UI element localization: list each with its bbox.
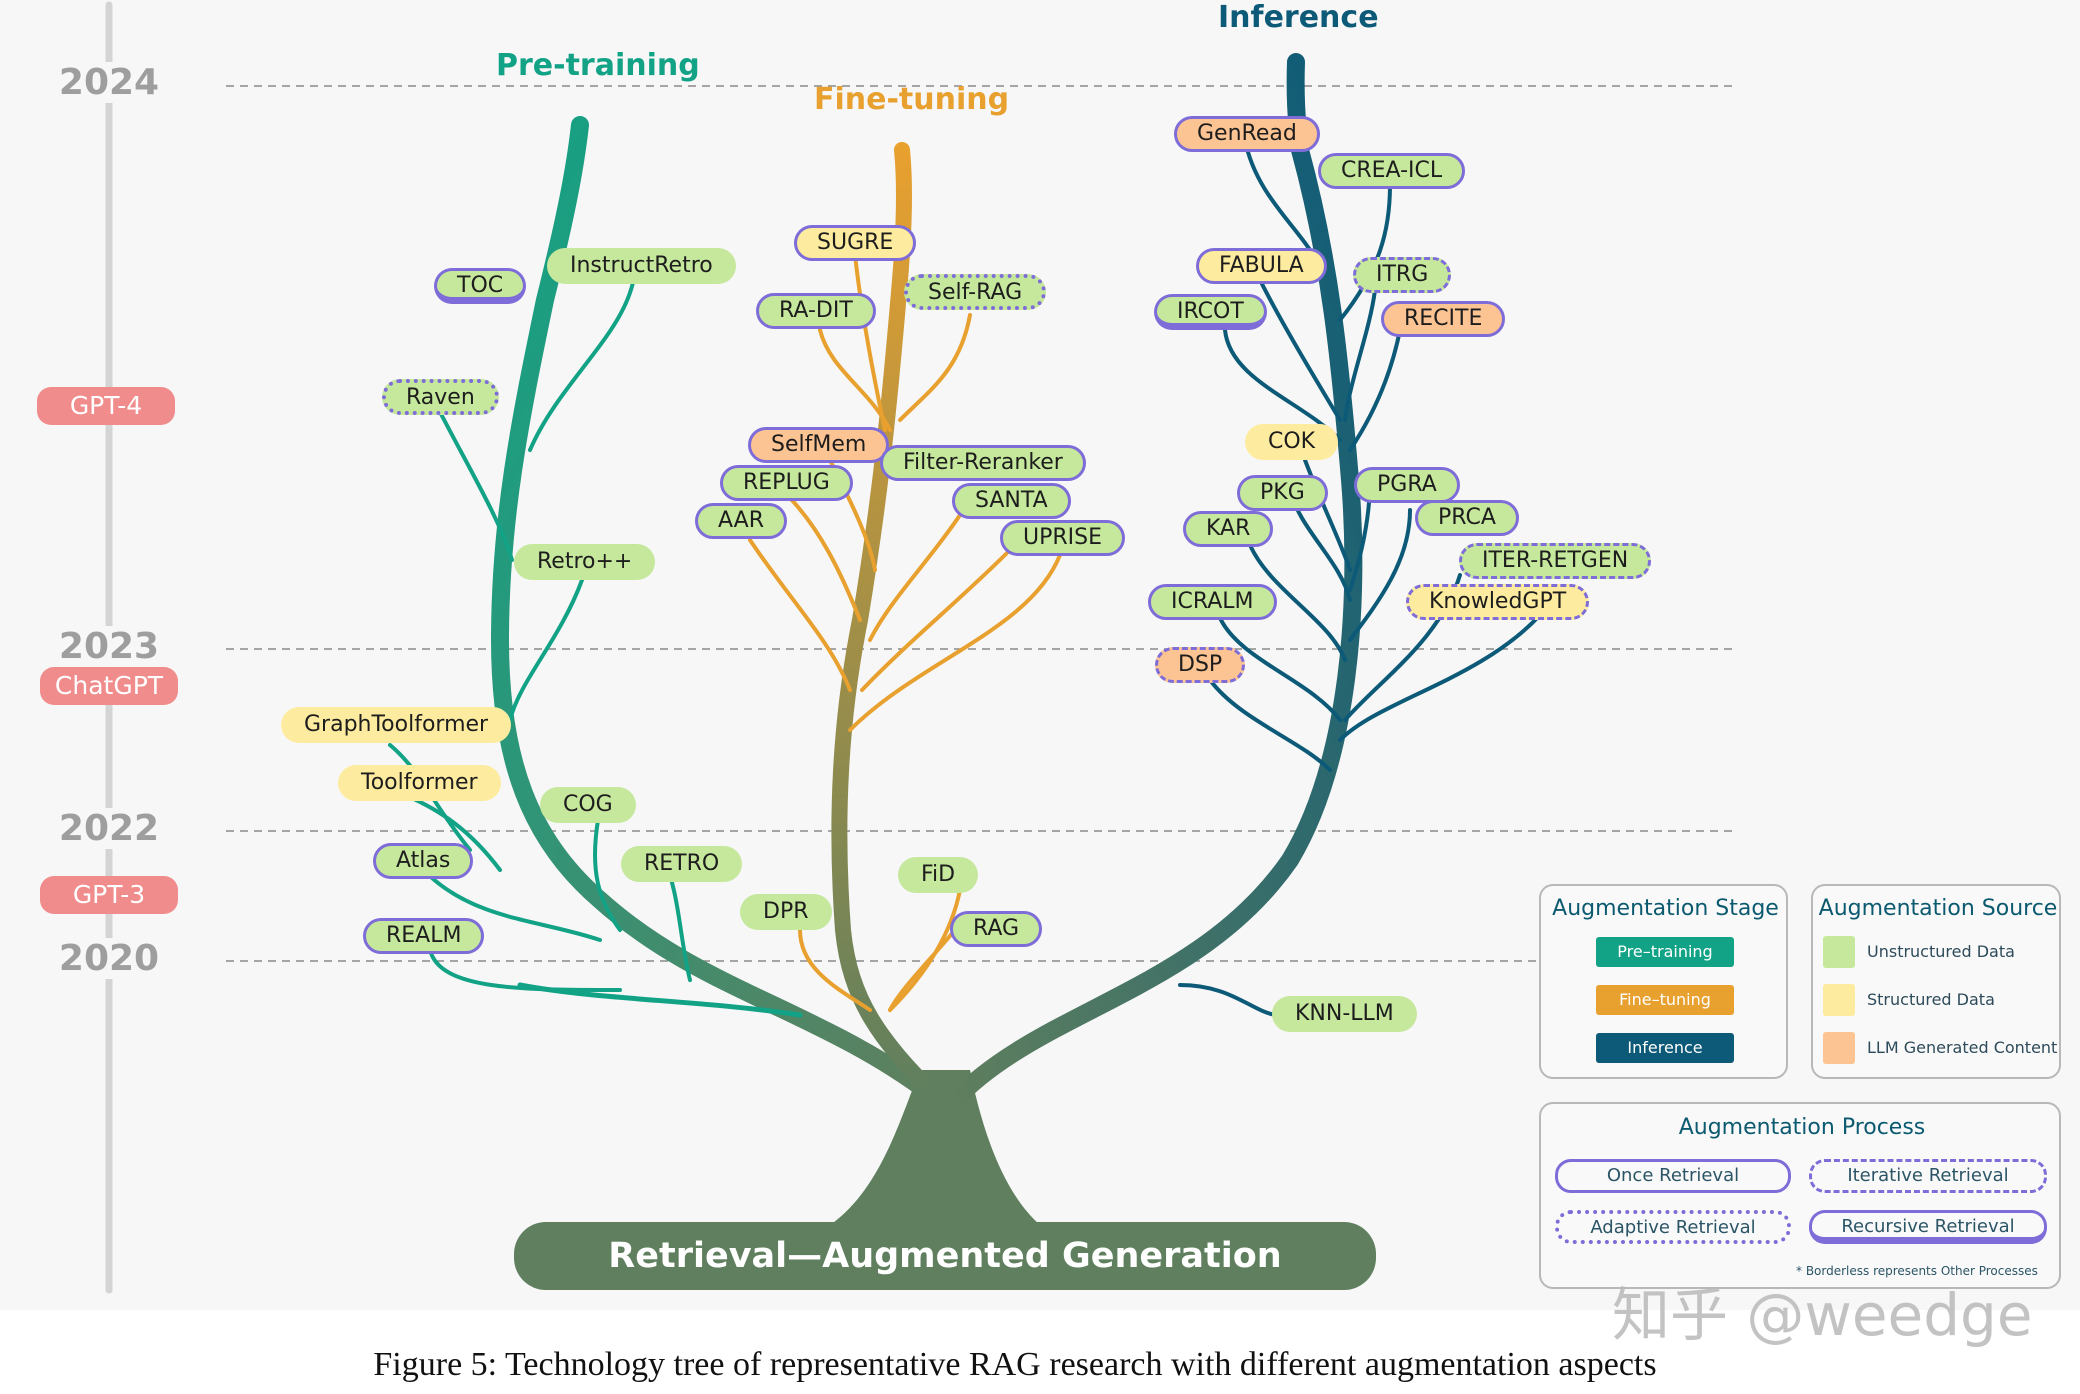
node-iter-retgen: ITER-RETGEN	[1459, 543, 1652, 579]
node-ra-dit: RA-DIT	[756, 293, 876, 329]
figure-canvas: 2024 GPT-4 2023 ChatGPT 2022 GPT-3 2020 …	[29, 0, 2061, 1294]
legend-process-recursive: Recursive Retrieval	[1809, 1210, 2047, 1244]
legend-process-box: Augmentation Process Once Retrieval Iter…	[1539, 1102, 2061, 1289]
node-recite: RECITE	[1381, 301, 1506, 337]
node-pkg: PKG	[1237, 475, 1328, 511]
year-2022: 2022	[29, 808, 189, 849]
milestone-chatgpt: ChatGPT	[40, 667, 178, 705]
trunk	[830, 1070, 1040, 1225]
node-fabula: FABULA	[1196, 248, 1327, 284]
node-itrg: ITRG	[1353, 257, 1452, 293]
node-pgra: PGRA	[1354, 467, 1460, 503]
node-instructretro: InstructRetro	[547, 248, 736, 284]
legend-label-llm-generated: LLM Generated Content	[1867, 1038, 2058, 1057]
node-aar: AAR	[695, 503, 787, 539]
legend-label-unstructured: Unstructured Data	[1867, 942, 2015, 961]
node-selfmem: SelfMem	[748, 427, 890, 463]
legend-swatch-llm-generated	[1823, 1032, 1855, 1064]
milestone-gpt4: GPT-4	[37, 387, 175, 425]
node-knowledgpt: KnowledGPT	[1406, 584, 1590, 620]
node-raven: Raven	[382, 379, 499, 415]
legend-stage-box: Augmentation Stage Pre–training Fine–tun…	[1539, 884, 1788, 1079]
year-2020: 2020	[29, 938, 189, 979]
year-2024: 2024	[29, 62, 189, 103]
legend-swatch-unstructured	[1823, 936, 1855, 968]
node-cok: COK	[1245, 424, 1339, 460]
root-bar	[514, 1222, 1376, 1290]
node-crea-icl: CREA-ICL	[1318, 153, 1466, 189]
node-retro: RETRO	[621, 846, 743, 882]
node-cog: COG	[540, 787, 636, 823]
node-graphtoolformer: GraphToolformer	[281, 707, 512, 743]
node-atlas: Atlas	[373, 843, 474, 879]
legend-process-once: Once Retrieval	[1555, 1159, 1791, 1193]
legend-stage-inference: Inference	[1596, 1033, 1734, 1063]
node-genread: GenRead	[1174, 116, 1320, 152]
stage-title-pretraining: Pre-training	[496, 48, 700, 83]
node-self-rag: Self-RAG	[904, 274, 1047, 310]
legend-label-structured: Structured Data	[1867, 990, 1995, 1009]
node-toc: TOC	[434, 268, 527, 304]
legend-swatch-structured	[1823, 984, 1855, 1016]
legend-source-box: Augmentation Source Unstructured Data St…	[1811, 884, 2061, 1079]
node-dpr: DPR	[740, 894, 832, 930]
year-2023: 2023	[29, 626, 189, 667]
stage-title-finetuning: Fine-tuning	[814, 82, 1010, 117]
node-replug: REPLUG	[720, 465, 853, 501]
milestone-gpt3: GPT-3	[40, 876, 178, 914]
node-prca: PRCA	[1415, 500, 1519, 536]
node-rag: RAG	[950, 911, 1043, 947]
legend-process-adaptive: Adaptive Retrieval	[1555, 1210, 1791, 1244]
node-kar: KAR	[1183, 511, 1274, 547]
inference-branch	[946, 53, 1542, 1109]
node-retro-plus-plus: Retro++	[514, 544, 656, 580]
node-uprise: UPRISE	[1000, 520, 1126, 556]
legend-stage-title: Augmentation Stage	[1552, 896, 1779, 921]
node-toolformer: Toolformer	[338, 765, 501, 801]
watermark: 知乎 @weedge	[1612, 1281, 2033, 1349]
node-knn-llm: KNN-LLM	[1272, 996, 1417, 1032]
legend-process-note: * Borderless represents Other Processes	[1796, 1264, 2038, 1278]
finetuning-branch	[748, 142, 1062, 1103]
stage-title-inference: Inference	[1218, 0, 1379, 35]
legend-process-title: Augmentation Process	[1678, 1115, 1926, 1140]
node-sugre: SUGRE	[794, 225, 917, 261]
figure-caption: Figure 5: Technology tree of representat…	[373, 1346, 1657, 1383]
legend-process-iterative: Iterative Retrieval	[1809, 1159, 2047, 1193]
legend-stage-finetuning: Fine–tuning	[1596, 985, 1734, 1015]
legend-stage-pretraining: Pre–training	[1596, 937, 1734, 967]
node-dsp: DSP	[1155, 647, 1246, 683]
node-ircot: IRCOT	[1154, 294, 1267, 330]
node-fid: FiD	[898, 857, 979, 893]
legend-source-title: Augmentation Source	[1818, 896, 2058, 921]
node-filter-reranker: Filter-Reranker	[880, 445, 1086, 481]
node-santa: SANTA	[952, 483, 1071, 519]
node-icralm: ICRALM	[1148, 584, 1277, 620]
node-realm: REALM	[363, 918, 485, 954]
root-label: Retrieval—Augmented Generation	[608, 1236, 1282, 1276]
